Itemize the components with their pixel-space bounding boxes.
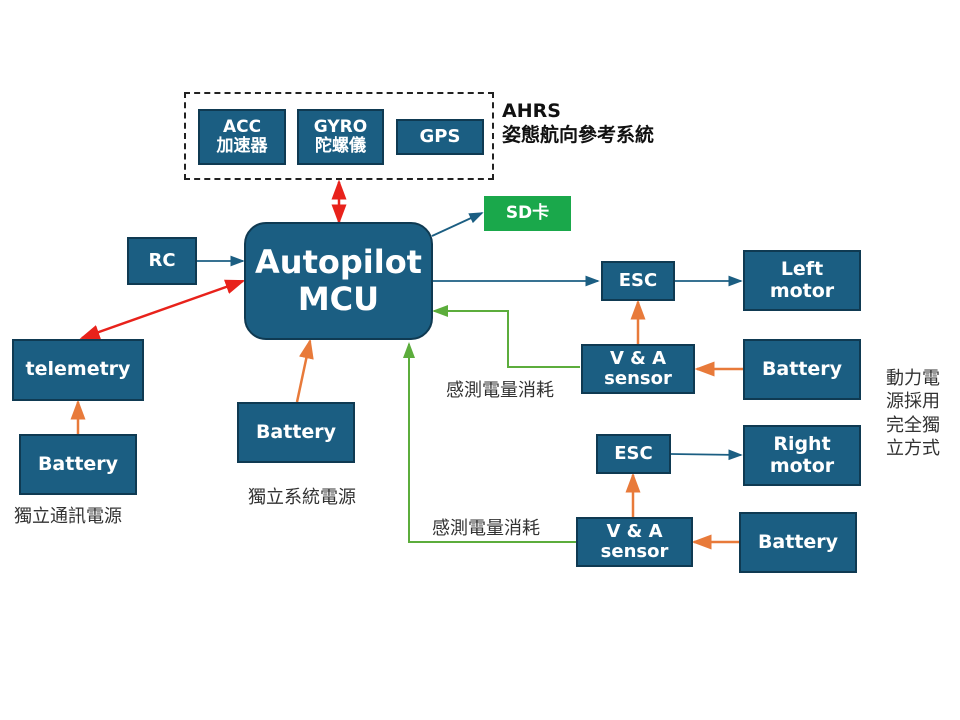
mcu-label-line1: Autopilot xyxy=(255,243,422,282)
left-sensor-label-line1: V & A xyxy=(609,347,667,369)
gyro-label: GYRO xyxy=(313,116,368,137)
power-note: 動力電 源採用 完全獨 立方式 xyxy=(886,367,940,461)
rc-label: RC xyxy=(148,249,176,271)
gps-label: GPS xyxy=(419,125,461,147)
acc-label-cn: 加速器 xyxy=(216,136,268,156)
left-battery-label: Battery xyxy=(761,357,843,380)
telemetry-battery-label: Battery xyxy=(37,452,119,475)
left-sense-arrow xyxy=(432,305,580,368)
telemetry-box: telemetry xyxy=(12,339,144,401)
telemetry-battery-box: Battery xyxy=(19,434,137,495)
system-battery-box: Battery xyxy=(237,402,355,463)
gyro-label-cn: 陀螺儀 xyxy=(315,136,366,156)
left-battery-box: Battery xyxy=(743,339,861,400)
left-esc-label: ESC xyxy=(618,269,658,291)
sd-card-box: SD卡 xyxy=(484,196,571,231)
left-sensor-label-line2: sensor xyxy=(604,368,672,389)
right-motor-label-line2: motor xyxy=(769,454,835,477)
right-motor-label-line1: Right xyxy=(773,433,831,456)
gps-box: GPS xyxy=(396,119,484,155)
ahrs-group-label: AHRS 姿態航向參考系統 xyxy=(502,100,654,148)
system-battery-arrow xyxy=(295,338,314,403)
ahrs-group xyxy=(184,92,494,180)
right-sense-arrow xyxy=(403,342,576,543)
left-esc-box: ESC xyxy=(601,261,675,301)
system-power-caption: 獨立系統電源 xyxy=(248,487,356,508)
power-note-line: 立方式 xyxy=(886,438,940,460)
left-motor-label-line1: Left xyxy=(780,258,824,281)
telemetry-label: telemetry xyxy=(25,358,131,381)
power-note-line: 源採用 xyxy=(886,391,940,413)
left-motor-label-line2: motor xyxy=(769,279,835,302)
mcu-sd-arrow xyxy=(431,212,484,237)
sd-card-label: SD卡 xyxy=(505,202,550,223)
telemetry-mcu-arrow xyxy=(79,279,246,340)
acc-label: ACC xyxy=(222,116,262,137)
right-sensor-label-line2: sensor xyxy=(600,541,669,562)
ahrs-title: AHRS xyxy=(502,100,561,122)
left-sense-caption: 感測電量消耗 xyxy=(446,380,554,401)
right-esc-label: ESC xyxy=(614,442,653,464)
mcu-label-line2: MCU xyxy=(297,280,380,318)
system-battery-label: Battery xyxy=(255,420,337,443)
right-sense-caption: 感測電量消耗 xyxy=(432,518,540,539)
right-battery-box: Battery xyxy=(739,512,857,573)
ahrs-subtitle: 姿態航向參考系統 xyxy=(502,123,655,146)
right-battery-label: Battery xyxy=(757,530,839,553)
right-esc-box: ESC xyxy=(596,434,671,474)
power-note-line: 動力電 xyxy=(886,368,940,389)
telemetry-power-caption: 獨立通訊電源 xyxy=(14,506,122,527)
right-esc-motor-arrow xyxy=(670,449,743,461)
rc-box: RC xyxy=(127,237,197,285)
right-sensor-label-line1: V & A xyxy=(606,520,663,542)
power-note-line: 完全獨 xyxy=(886,414,940,436)
